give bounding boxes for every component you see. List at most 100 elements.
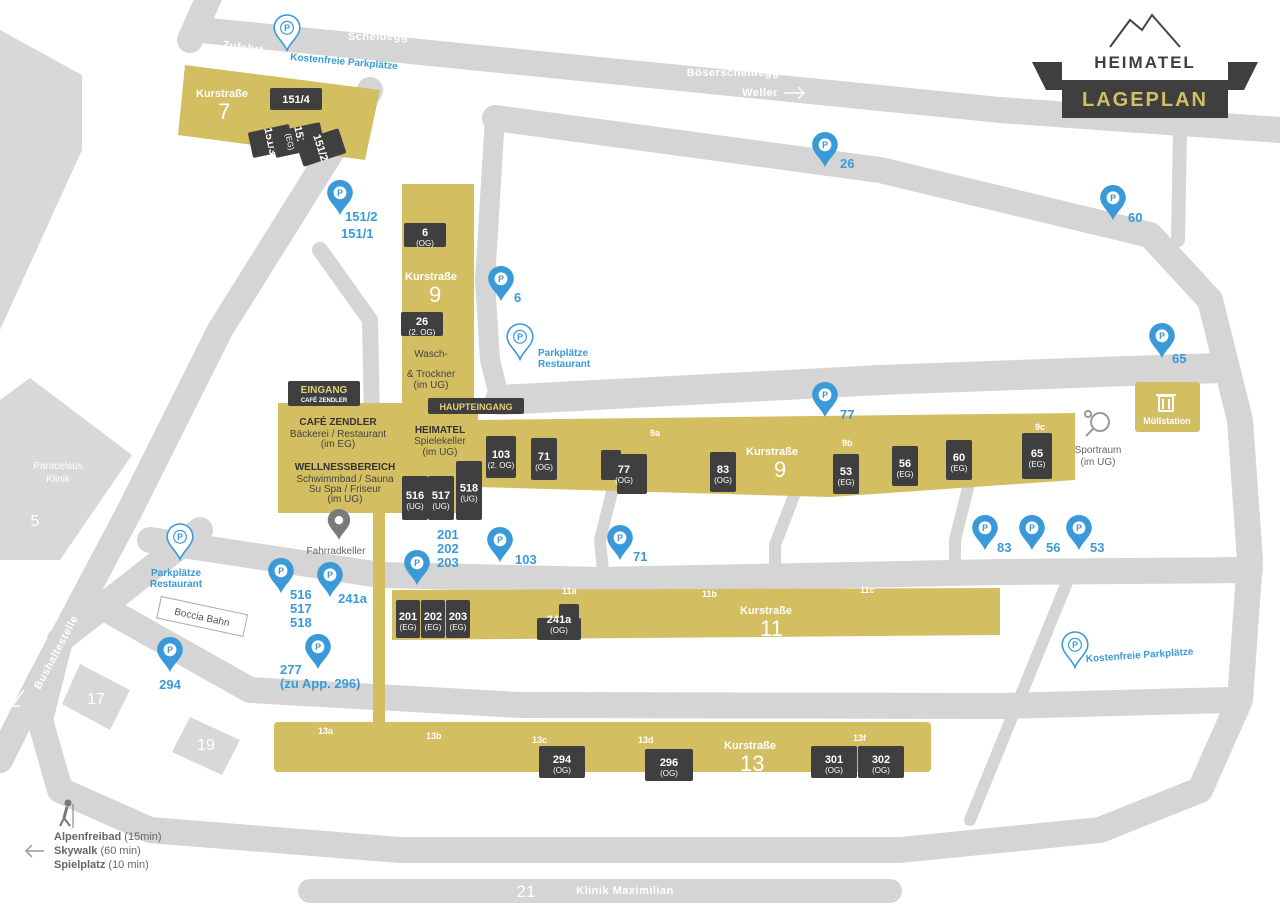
street-num-9-wing: 9 [429, 282, 441, 307]
unit-number: 296 [660, 757, 678, 769]
walk-line-2: Skywalk (60 min) [54, 845, 141, 857]
parking-p-glyph: P [1159, 331, 1165, 341]
parking-label: 201 [437, 527, 459, 542]
heimatel-line-1: Spielekeller [414, 436, 466, 447]
unit-tile-203: 203(EG) [446, 600, 470, 638]
parking-pin-p83[interactable]: P83 [972, 515, 1011, 555]
walk-dest-3: Spielplatz [54, 859, 106, 871]
parking-label: 83 [997, 540, 1011, 555]
paracelsus-line-2: Klinik [46, 474, 71, 485]
unit-tile-53: 53(EG) [833, 454, 859, 494]
muellstation-label: Müllstation [1143, 416, 1191, 426]
unit-number: 26 [416, 316, 428, 328]
neighbor-paracelsus [0, 378, 132, 560]
brand-subtitle: LAGEPLAN [1082, 89, 1208, 111]
parking-pin-p56[interactable]: P56 [1019, 515, 1060, 555]
sport-line-2: (im UG) [1081, 457, 1116, 468]
lageplan-banner [1062, 80, 1228, 118]
walk-line-3: Spielplatz (10 min) [54, 859, 149, 871]
unit-floor: (EG) [1029, 460, 1046, 469]
mountain-icon [1109, 13, 1181, 48]
parking-icon: P [972, 515, 998, 551]
section-label: 11c [860, 585, 875, 595]
street-name-11: Kurstraße [740, 605, 792, 617]
haupteingang-tag [428, 398, 524, 414]
unit-number: 518 [460, 483, 478, 495]
unit-number: 56 [899, 458, 911, 470]
section-label: 9a [650, 428, 661, 438]
street-name-13: Kurstraße [724, 740, 776, 752]
unit-tile-6: 6(OG) [404, 223, 446, 248]
unit-floor: (EG) [425, 623, 442, 632]
parking-label: 151/1 [341, 226, 374, 241]
parking-label: 241a [338, 591, 368, 606]
parking-label: 71 [633, 549, 647, 564]
section-label: 9b [842, 438, 853, 448]
parking-label: 56 [1046, 540, 1060, 555]
unit-floor: (OG) [825, 766, 843, 775]
building-info: EINGANG CAFÉ ZENDLER HAUPTEINGANG CAFÉ Z… [156, 349, 1191, 637]
parking-icon: P [404, 550, 430, 586]
arrow-down-left-icon [11, 689, 25, 707]
parking-icon: P [1149, 323, 1175, 359]
unit-tile-202: 202(EG) [421, 600, 445, 638]
parking-pin-p53[interactable]: P53 [1066, 515, 1104, 555]
unit-tile-26: 26(2. OG) [401, 312, 443, 337]
unit-tile-60: 60(EG) [946, 440, 972, 480]
parking-p-glyph: P [1076, 523, 1082, 533]
neighbor-19-number: 19 [197, 737, 215, 754]
heimatel-title: HEIMATEL [415, 425, 465, 436]
wellness-line-1: Schwimmbad / Sauna [296, 474, 394, 485]
ribbon-right [1228, 62, 1258, 90]
parking-pin-p77[interactable]: P77 [812, 382, 854, 422]
boccia-bahn: Boccia Bahn [156, 595, 249, 637]
connector-walkway [373, 505, 385, 727]
unit-floor: (EG) [400, 623, 417, 632]
klinik-maximilian-label: Klinik Maximilian [576, 885, 674, 897]
parking-icon: P [1066, 515, 1092, 551]
street-num-11: 11 [760, 616, 783, 641]
neighbor-5-number: 5 [31, 513, 40, 530]
unit-number: 241a [547, 614, 572, 626]
parking-label: 516 [290, 587, 312, 602]
unit-tile-71: 71(OG) [531, 438, 557, 480]
parking-pin-p65[interactable]: P 65 [1149, 323, 1186, 366]
parking-icon: P [607, 525, 633, 561]
parking-icon: P [273, 14, 301, 52]
neighbor-block-top [0, 30, 82, 330]
parking-p-glyph: P [617, 533, 623, 543]
parking-pin-p71[interactable]: P 71 [607, 525, 647, 564]
parking-pin-p60[interactable]: P60 [1100, 185, 1142, 225]
wasch-line-3: (im UG) [414, 380, 449, 391]
unit-tile-201: 201(EG) [396, 600, 420, 638]
ortsmitte-line-1: Ortsmitte [351, 17, 404, 29]
parking-icon: P [327, 180, 353, 216]
bicycle-pin-icon [327, 509, 351, 540]
heimatel-logo: HEIMATEL LAGEPLAN [1032, 13, 1258, 118]
buildings [178, 65, 1200, 772]
parking-pin-p6[interactable]: P6 [488, 266, 521, 305]
parking-label: 151/2 [345, 209, 378, 224]
walk-time-1: (15min) [121, 831, 161, 843]
parking-pin-p26[interactable]: P26 [812, 132, 854, 171]
unit-number: 301 [825, 754, 843, 766]
unit-number: 151/4 [282, 94, 310, 106]
unit-tile-103: 103(2. OG) [486, 436, 516, 478]
unit-tile-302: 302(OG) [858, 746, 904, 778]
parking-label: 65 [1172, 351, 1186, 366]
street-names: Kurstraße 7 Kurstraße 9 Kurstraße 9 Kurs… [196, 88, 798, 776]
parking-label: 518 [290, 615, 312, 630]
parking-label: (zu App. 296) [280, 676, 360, 691]
